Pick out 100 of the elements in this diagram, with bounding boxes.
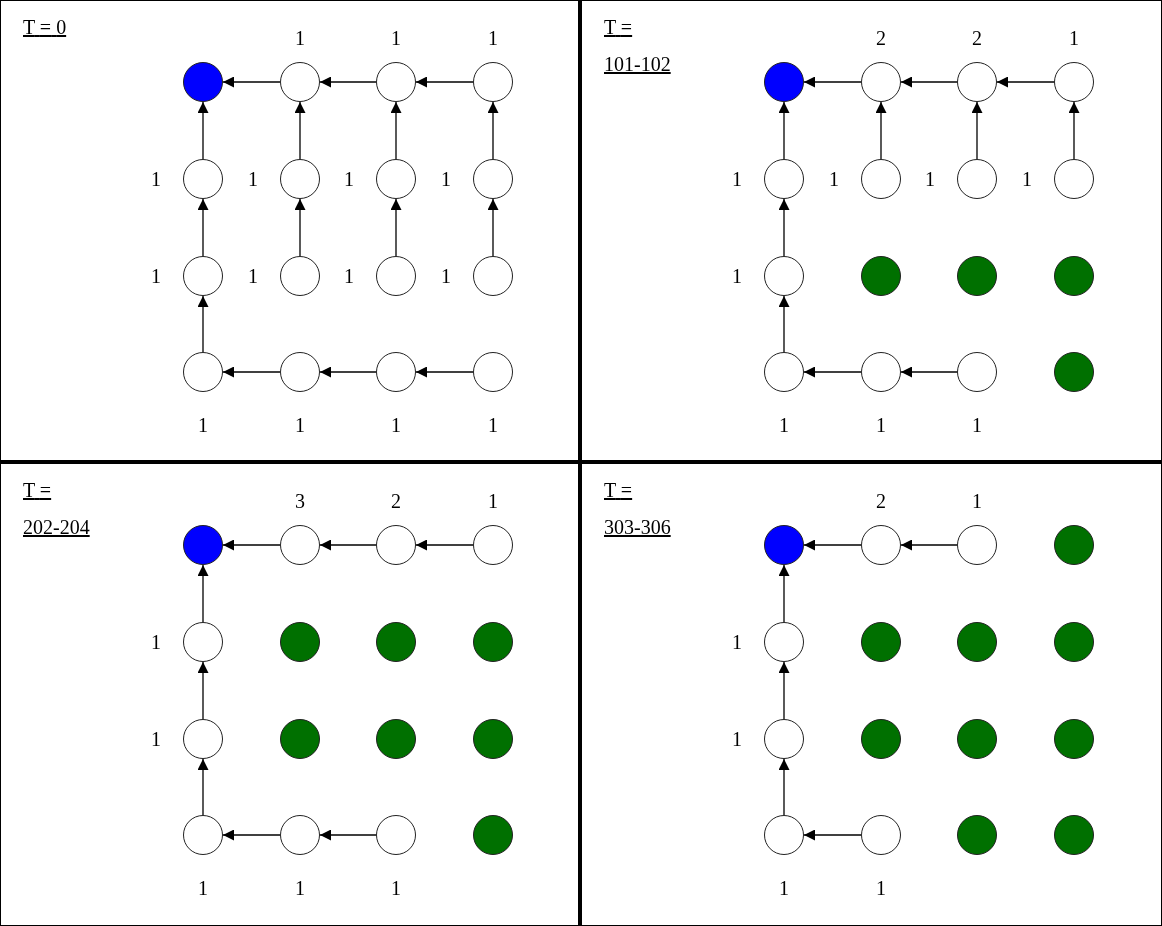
arrow bbox=[778, 198, 790, 257]
filled-node-circle bbox=[280, 622, 320, 662]
node-circle bbox=[957, 525, 997, 565]
count-label: 1 bbox=[487, 27, 499, 49]
count-label: 1 bbox=[778, 877, 790, 899]
count-label: 1 bbox=[390, 414, 402, 436]
filled-node-circle bbox=[473, 622, 513, 662]
arrow bbox=[319, 539, 377, 551]
arrow bbox=[222, 539, 281, 551]
node-circle bbox=[280, 62, 320, 102]
node-circle bbox=[376, 159, 416, 199]
arrow bbox=[1068, 101, 1080, 160]
arrow bbox=[390, 101, 402, 160]
arrow bbox=[415, 539, 474, 551]
count-label: 1 bbox=[875, 877, 887, 899]
count-label: 1 bbox=[971, 414, 983, 436]
arrow bbox=[197, 661, 209, 720]
count-label: 1 bbox=[440, 168, 452, 190]
node-circle bbox=[376, 525, 416, 565]
node-circle bbox=[183, 159, 223, 199]
count-label: 1 bbox=[343, 168, 355, 190]
filled-node-circle bbox=[376, 622, 416, 662]
arrow bbox=[900, 539, 958, 551]
node-circle bbox=[861, 352, 901, 392]
count-label: 1 bbox=[343, 265, 355, 287]
arrow bbox=[197, 564, 209, 623]
count-label: 2 bbox=[390, 490, 402, 512]
filled-node-circle bbox=[473, 719, 513, 759]
filled-node-circle bbox=[957, 622, 997, 662]
arrow bbox=[875, 101, 887, 160]
node-circle bbox=[861, 62, 901, 102]
node-circle bbox=[473, 256, 513, 296]
count-label: 1 bbox=[150, 728, 162, 750]
count-label: 1 bbox=[247, 168, 259, 190]
count-label: 1 bbox=[390, 877, 402, 899]
node-circle bbox=[861, 815, 901, 855]
count-label: 2 bbox=[875, 490, 887, 512]
count-label: 1 bbox=[150, 265, 162, 287]
filled-node-circle bbox=[1054, 719, 1094, 759]
arrow bbox=[197, 758, 209, 816]
count-label: 1 bbox=[1021, 168, 1033, 190]
time-panel bbox=[581, 0, 1162, 463]
arrow bbox=[222, 366, 281, 378]
node-circle bbox=[861, 525, 901, 565]
node-circle bbox=[183, 352, 223, 392]
arrow bbox=[803, 829, 862, 841]
node-circle bbox=[183, 719, 223, 759]
count-label: 1 bbox=[828, 168, 840, 190]
node-circle bbox=[957, 159, 997, 199]
time-panel bbox=[0, 0, 581, 463]
filled-node-circle bbox=[1054, 815, 1094, 855]
arrow bbox=[803, 366, 862, 378]
filled-node-circle bbox=[764, 62, 804, 102]
arrow bbox=[778, 564, 790, 623]
arrow bbox=[197, 101, 209, 160]
time-label: T = 202-204 bbox=[23, 478, 91, 540]
arrow bbox=[319, 829, 377, 841]
arrow bbox=[971, 101, 983, 160]
filled-node-circle bbox=[1054, 256, 1094, 296]
count-label: 1 bbox=[150, 631, 162, 653]
node-circle bbox=[764, 159, 804, 199]
node-circle bbox=[1054, 159, 1094, 199]
arrow bbox=[803, 76, 862, 88]
arrow bbox=[197, 198, 209, 257]
arrow bbox=[487, 198, 499, 257]
arrow bbox=[319, 366, 377, 378]
count-label: 1 bbox=[390, 27, 402, 49]
arrow bbox=[778, 295, 790, 353]
node-circle bbox=[1054, 62, 1094, 102]
arrow bbox=[222, 76, 281, 88]
count-label: 1 bbox=[778, 414, 790, 436]
filled-node-circle bbox=[764, 525, 804, 565]
arrow bbox=[900, 76, 958, 88]
node-circle bbox=[957, 352, 997, 392]
arrow bbox=[294, 101, 306, 160]
count-label: 1 bbox=[731, 168, 743, 190]
node-circle bbox=[473, 525, 513, 565]
count-label: 3 bbox=[294, 490, 306, 512]
time-label: T = 303-306 bbox=[604, 478, 672, 540]
filled-node-circle bbox=[183, 525, 223, 565]
arrow bbox=[294, 198, 306, 257]
count-label: 1 bbox=[1068, 27, 1080, 49]
arrow bbox=[197, 295, 209, 353]
node-circle bbox=[376, 352, 416, 392]
count-label: 1 bbox=[731, 728, 743, 750]
count-label: 1 bbox=[487, 490, 499, 512]
arrow bbox=[415, 76, 474, 88]
filled-node-circle bbox=[957, 719, 997, 759]
filled-node-circle bbox=[957, 815, 997, 855]
filled-node-circle bbox=[1054, 352, 1094, 392]
node-circle bbox=[183, 256, 223, 296]
filled-node-circle bbox=[1054, 525, 1094, 565]
node-circle bbox=[764, 622, 804, 662]
node-circle bbox=[280, 159, 320, 199]
node-circle bbox=[280, 815, 320, 855]
arrow bbox=[390, 198, 402, 257]
node-circle bbox=[764, 352, 804, 392]
node-circle bbox=[473, 62, 513, 102]
arrow bbox=[778, 661, 790, 720]
arrow bbox=[900, 366, 958, 378]
